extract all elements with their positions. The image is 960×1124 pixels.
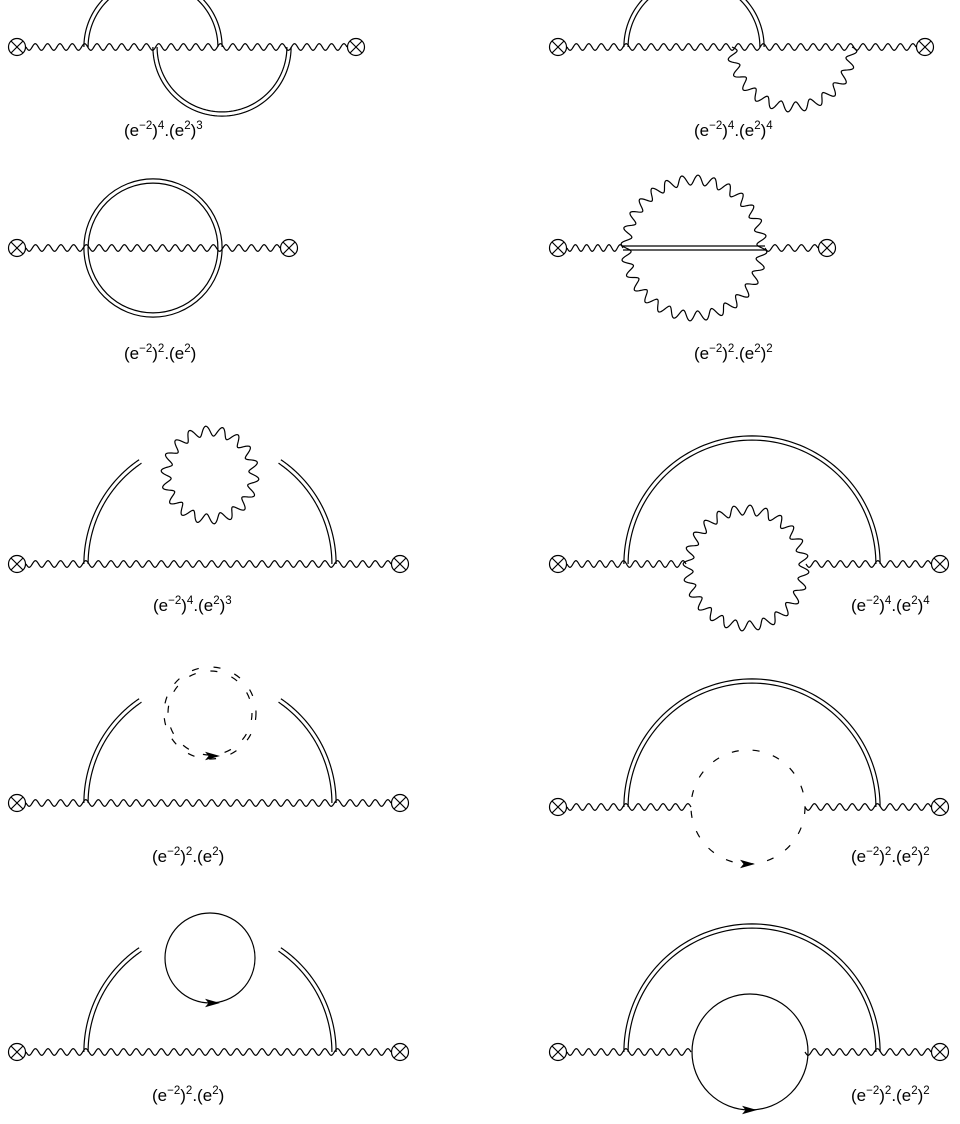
arrow-icon — [740, 859, 755, 869]
arrow-icon — [205, 998, 220, 1008]
photon-wavy-loop — [620, 174, 768, 322]
diagram-order-label: (e−2)2.(e2)2 — [851, 846, 930, 866]
double-propagator-line — [627, 927, 877, 1053]
photon-wavy-line — [25, 43, 348, 51]
double-propagator-line — [280, 459, 337, 565]
ghost-dashed-loop — [690, 749, 806, 865]
photon-wavy-loop — [727, 46, 858, 113]
diagram-order-label: (e−2)2.(e2) — [152, 846, 224, 866]
photon-wavy-line — [804, 1048, 932, 1056]
diagram-order-label: (e−2)2.(e2) — [152, 1085, 224, 1105]
vertex-cross-icon — [548, 554, 568, 574]
double-propagator-line — [83, 698, 140, 804]
ghost-dashed-loop — [167, 670, 253, 756]
vertex-cross-icon — [930, 797, 950, 817]
vertex-cross-icon — [548, 238, 568, 258]
photon-wavy-loop — [682, 504, 810, 632]
double-propagator-line — [623, 0, 765, 48]
photon-wavy-line — [566, 244, 624, 252]
photon-wavy-line — [25, 799, 392, 807]
double-propagator-line — [87, 950, 142, 1053]
double-propagator-line — [623, 435, 881, 565]
double-propagator-line — [83, 0, 223, 48]
photon-wavy-line — [566, 803, 692, 811]
vertex-cross-icon — [279, 238, 299, 258]
photon-wavy-line — [566, 560, 687, 568]
photon-wavy-line — [804, 803, 932, 811]
photon-wavy-line — [764, 244, 819, 252]
double-propagator-line — [87, 462, 142, 565]
photon-wavy-loop — [160, 425, 260, 525]
ghost-dashed-loop — [163, 666, 257, 760]
vertex-cross-icon — [7, 238, 27, 258]
double-propagator-line — [156, 46, 288, 113]
double-propagator-line — [87, 701, 142, 804]
double-propagator-line — [278, 462, 333, 565]
vertex-cross-icon — [548, 37, 568, 57]
diagram-order-label: (e−2)2.(e2) — [124, 343, 196, 363]
vertex-cross-icon — [548, 1042, 568, 1062]
vertex-cross-icon — [7, 37, 27, 57]
vertex-cross-icon — [390, 554, 410, 574]
double-propagator-line — [278, 950, 333, 1053]
photon-wavy-line — [805, 560, 932, 568]
double-propagator-line — [623, 678, 881, 808]
diagram-order-label: (e−2)4.(e2)3 — [124, 120, 203, 140]
double-propagator-line — [83, 947, 140, 1053]
vertex-cross-icon — [548, 797, 568, 817]
vertex-cross-icon — [7, 793, 27, 813]
vertex-cross-icon — [346, 37, 366, 57]
double-propagator-line — [280, 698, 337, 804]
vertex-cross-icon — [915, 37, 935, 57]
diagram-order-label: (e−2)2.(e2)2 — [851, 1085, 930, 1105]
vertex-cross-icon — [390, 793, 410, 813]
double-propagator-loop — [87, 182, 219, 314]
vertex-cross-icon — [7, 1042, 27, 1062]
vertex-cross-icon — [817, 238, 837, 258]
photon-wavy-line — [25, 560, 392, 568]
double-propagator-line — [627, 439, 877, 565]
diagram-order-label: (e−2)4.(e2)3 — [153, 595, 232, 615]
double-propagator-loop — [83, 178, 223, 318]
photon-wavy-line — [25, 244, 281, 252]
photon-wavy-line — [566, 43, 917, 51]
arrow-icon — [205, 751, 220, 761]
arrow-icon — [742, 1105, 757, 1115]
double-propagator-line — [627, 682, 877, 808]
fermion-loop — [164, 912, 256, 1004]
double-propagator-line — [83, 459, 140, 565]
vertex-cross-icon — [7, 554, 27, 574]
double-propagator-line — [278, 701, 333, 804]
vertex-cross-icon — [390, 1042, 410, 1062]
double-propagator-line — [152, 46, 292, 117]
double-propagator-line — [87, 0, 219, 48]
double-propagator-line — [623, 923, 881, 1053]
photon-wavy-line — [566, 1048, 692, 1056]
fermion-loop — [691, 993, 809, 1111]
double-propagator-line — [627, 0, 761, 48]
vertex-cross-icon — [930, 1042, 950, 1062]
vertex-cross-icon — [930, 554, 950, 574]
diagram-order-label: (e−2)4.(e2)4 — [851, 595, 930, 615]
diagram-order-label: (e−2)2.(e2)2 — [694, 343, 773, 363]
diagram-order-label: (e−2)4.(e2)4 — [694, 120, 773, 140]
double-propagator-line — [280, 947, 337, 1053]
photon-wavy-line — [25, 1048, 392, 1056]
